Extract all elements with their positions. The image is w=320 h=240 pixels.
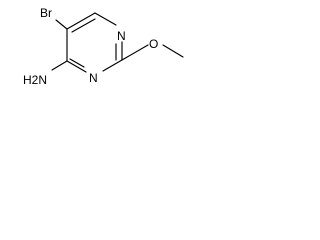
- bond-c4-nh2: [51, 60, 68, 71]
- oxygen-label: O: [149, 37, 158, 51]
- ring-nitrogen-top-label: N: [117, 29, 126, 43]
- bond-c2-o: [121, 44, 149, 61]
- bond-o-ch3: [162, 44, 184, 58]
- bond-c2-n3: [102, 59, 123, 72]
- bond-c5-c6: [66, 12, 96, 30]
- bond-lines: [51, 12, 184, 73]
- bond-c6-n1: [94, 12, 117, 26]
- amine-label: H2N: [23, 73, 47, 87]
- atom-labels: Br N N O H2N: [23, 6, 158, 87]
- ring-nitrogen-bottom-label: N: [89, 71, 98, 85]
- chemical-structure-diagram: Br N N O H2N: [23, 6, 184, 87]
- bond-n3-c4: [66, 60, 87, 73]
- bond-c5-br: [55, 19, 68, 30]
- bond-n3-c4-inner: [69, 58, 85, 68]
- bond-c5-c6-inner: [71, 18, 96, 33]
- bromine-label: Br: [40, 6, 52, 20]
